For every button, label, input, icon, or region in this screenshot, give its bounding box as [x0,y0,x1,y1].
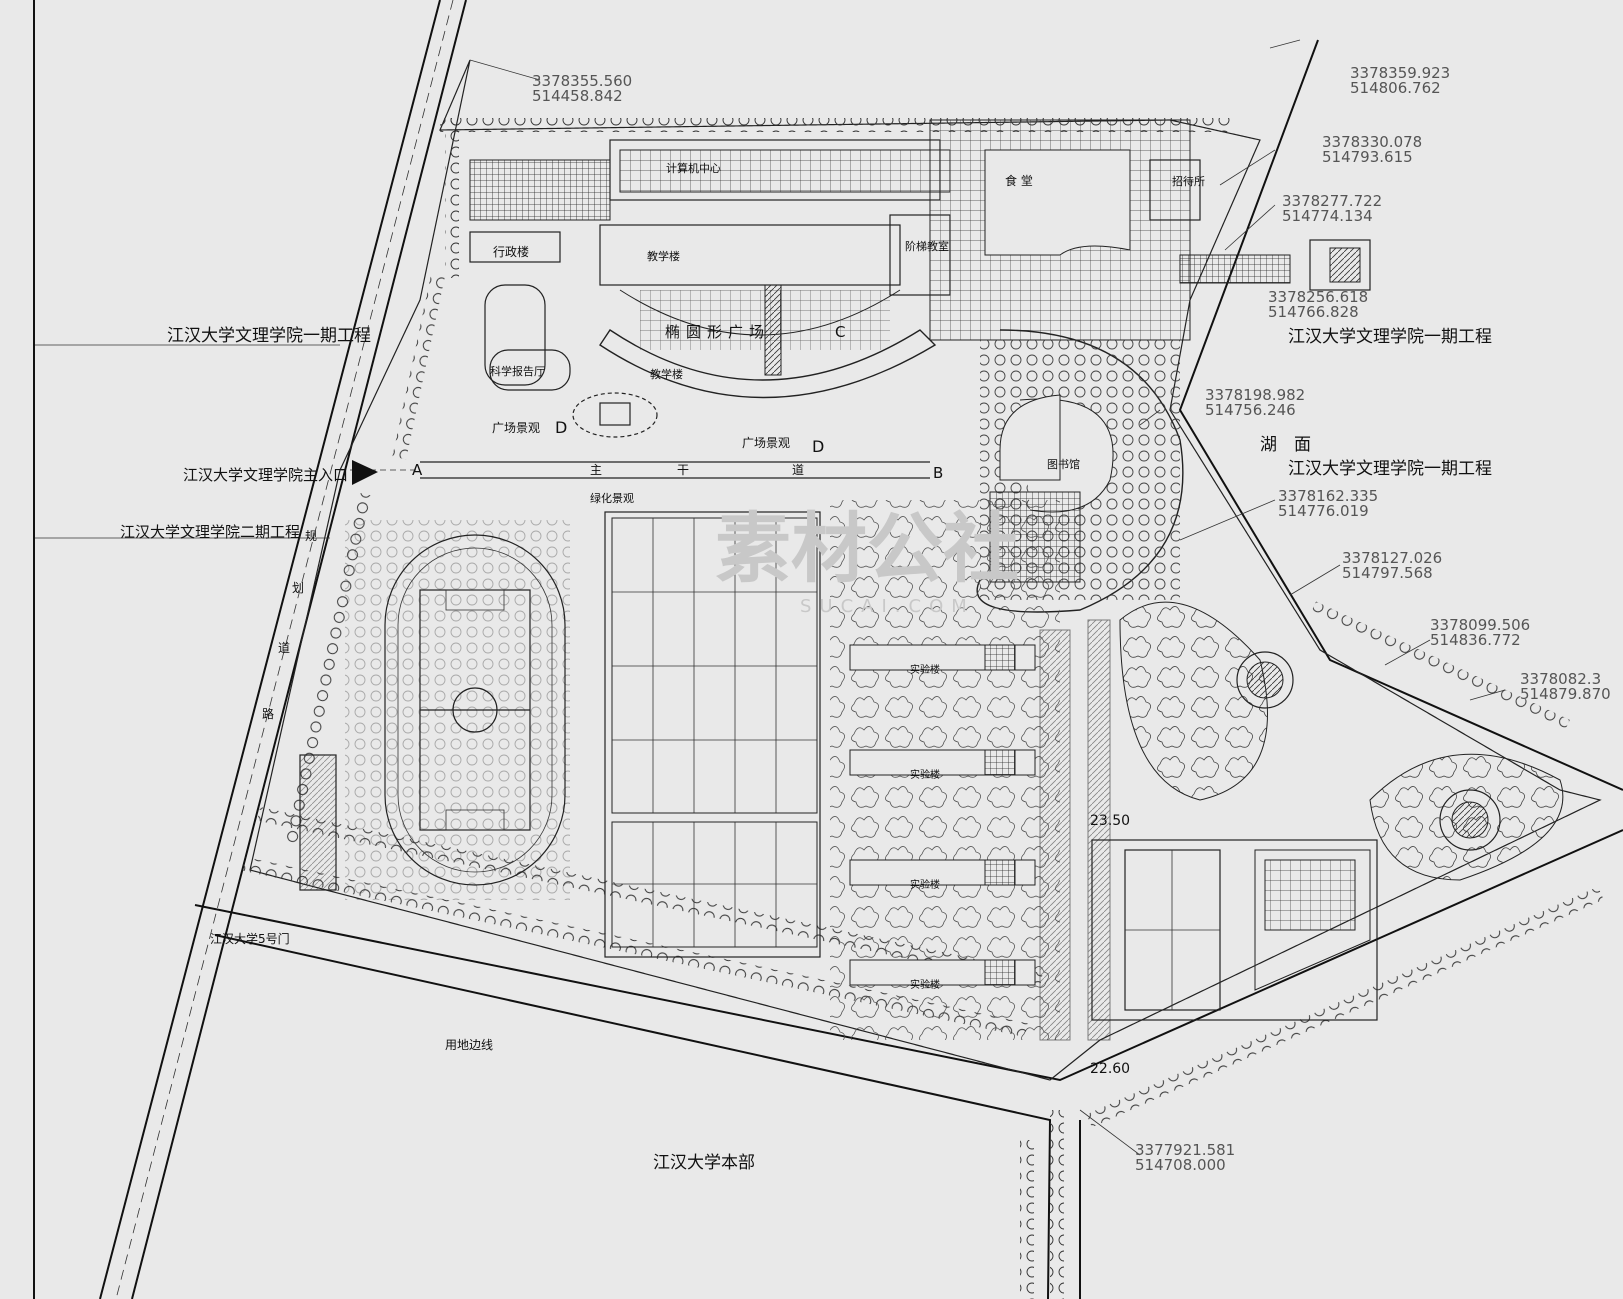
leader-lines [35,59,1506,1156]
label-phase1-left: 江汉大学文理学院一期工程 [167,326,371,346]
label-main-road-1: 主 [590,463,602,477]
coordinate-labels: 3378355.560 514458.842 3378359.923 51480… [532,64,1611,1174]
label-library: 图书馆 [1047,457,1080,471]
coord-9-n: 3378099.506 [1430,616,1530,634]
label-elev-1: 23.50 [1090,813,1130,829]
main-road [340,460,930,485]
label-point-c: C [835,323,845,341]
label-phase1-right-mid: 江汉大学文理学院一期工程 [1288,459,1492,479]
label-road-1: 规 [305,528,317,543]
watermark-sub: SUCAI.COM [800,596,975,617]
label-phase2: 江汉大学文理学院二期工程 [120,523,300,541]
coord-11-e: 514708.000 [1135,1156,1226,1174]
label-road-4: 路 [262,706,274,721]
coord-4-e: 514774.134 [1282,207,1373,225]
label-report-hall: 科学报告厅 [490,364,545,378]
label-lab-3: 实验楼 [910,878,940,891]
label-main-entrance: 江汉大学文理学院主入口 [183,466,348,484]
north-campus [469,119,1371,438]
coord-5-n: 3378256.618 [1268,288,1368,306]
lab-buildings [830,500,1111,1041]
project-labels: 江汉大学文理学院一期工程 江汉大学文理学院一期工程 江汉大学文理学院一期工程 江… [120,326,1492,1173]
label-admin: 行政楼 [493,244,529,259]
label-road-3: 道 [278,641,290,655]
label-point-a: A [412,461,423,479]
label-point-d: D [555,418,567,437]
coord-9-e: 514836.772 [1430,631,1521,649]
label-reception: 招待所 [1172,174,1205,188]
coord-6-e: 514756.246 [1205,401,1296,419]
label-plaza-view2: 广场景观 [742,436,790,450]
label-lecture: 阶梯教室 [905,239,949,253]
coord-2-e: 514806.762 [1350,79,1441,97]
label-teaching2: 教学楼 [650,367,683,381]
building-labels: 计算机中心 行政楼 教学楼 阶梯教室 食 堂 招待所 科学报告厅 椭圆形广场 C… [262,161,1311,1077]
coord-1-e: 514458.842 [532,87,623,105]
east-courts [1091,839,1378,1021]
label-point-b: B [933,464,943,482]
sports-field [299,520,570,900]
label-phase1-right-top: 江汉大学文理学院一期工程 [1288,327,1492,347]
label-ellipse-plaza: 椭圆形广场 [665,323,770,341]
coord-11-n: 3377921.581 [1135,1141,1235,1159]
label-elev-2: 22.60 [1090,1061,1130,1077]
coord-4-n: 3378277.722 [1282,192,1382,210]
east-boundary [1178,39,1623,791]
east-garden [1119,601,1564,881]
courts [604,511,821,958]
label-lab-4: 实验楼 [910,978,940,991]
coord-8-e: 514797.568 [1342,564,1433,582]
label-green-view: 绿化景观 [590,491,634,505]
label-canteen: 食 堂 [1005,173,1033,188]
coord-3-n: 3378330.078 [1322,133,1422,151]
label-computer-center: 计算机中心 [666,161,721,175]
label-lab-2: 实验楼 [910,768,940,781]
label-lake: 湖 面 [1260,435,1311,455]
label-gate5: 江汉大学5号门 [210,931,290,946]
label-lab-1: 实验楼 [910,663,940,676]
coord-1-n: 3378355.560 [532,72,632,90]
coord-5-e: 514766.828 [1268,303,1359,321]
coord-10-n: 3378082.3 [1520,670,1601,688]
coord-7-n: 3378162.335 [1278,487,1378,505]
watermark: 素材公社 SUCAI.COM [715,504,1019,617]
coord-3-e: 514793.615 [1322,148,1413,166]
label-main-campus: 江汉大学本部 [653,1153,755,1173]
label-main-road-3: 道 [792,463,804,477]
label-point-d2: D [812,437,824,456]
watermark-text: 素材公社 [715,504,1019,593]
coord-6-n: 3378198.982 [1205,386,1305,404]
coord-2-n: 3378359.923 [1350,64,1450,82]
coord-10-e: 514879.870 [1520,685,1611,703]
label-plaza-view1: 广场景观 [492,421,540,435]
label-boundary-line: 用地边线 [445,1038,493,1052]
coord-8-n: 3378127.026 [1342,549,1442,567]
label-teaching1: 教学楼 [647,249,680,263]
coord-7-e: 514776.019 [1278,502,1369,520]
label-road-2: 划 [292,581,304,595]
label-main-road-2: 干 [677,463,689,477]
